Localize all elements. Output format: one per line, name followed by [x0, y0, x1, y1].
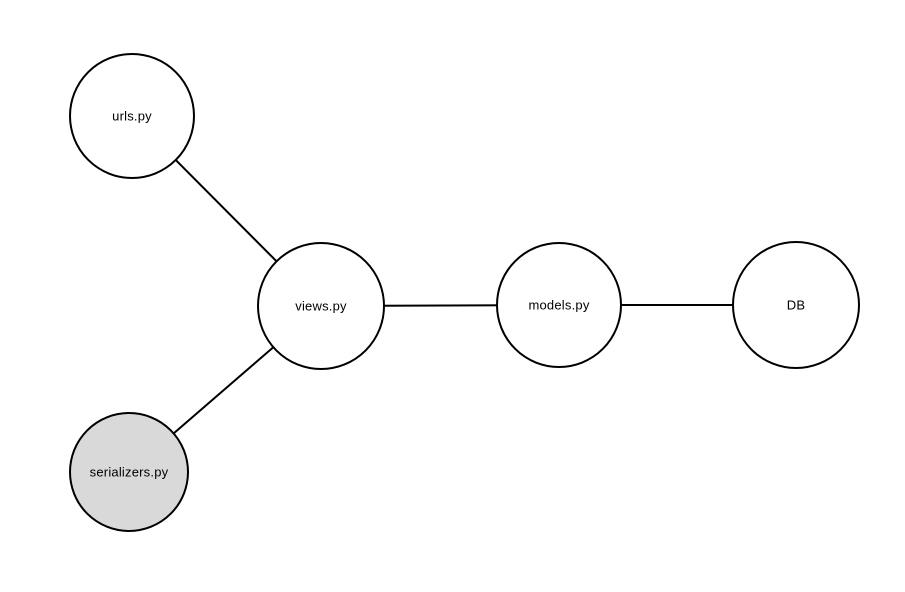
- node-circle-views: [257, 242, 385, 370]
- node-label-serializers: serializers.py: [90, 465, 169, 480]
- node-circle-models: [496, 242, 622, 368]
- node-label-models: models.py: [528, 298, 589, 313]
- node-views: views.py: [257, 242, 385, 370]
- node-circle-db: [732, 241, 860, 369]
- node-serializers: serializers.py: [69, 412, 189, 532]
- node-circle-serializers: [69, 412, 189, 532]
- node-label-urls: urls.py: [112, 109, 152, 124]
- node-label-views: views.py: [295, 299, 347, 314]
- node-urls: urls.py: [69, 53, 195, 179]
- node-circle-urls: [69, 53, 195, 179]
- node-models: models.py: [496, 242, 622, 368]
- node-db: DB: [732, 241, 860, 369]
- node-label-db: DB: [787, 298, 805, 313]
